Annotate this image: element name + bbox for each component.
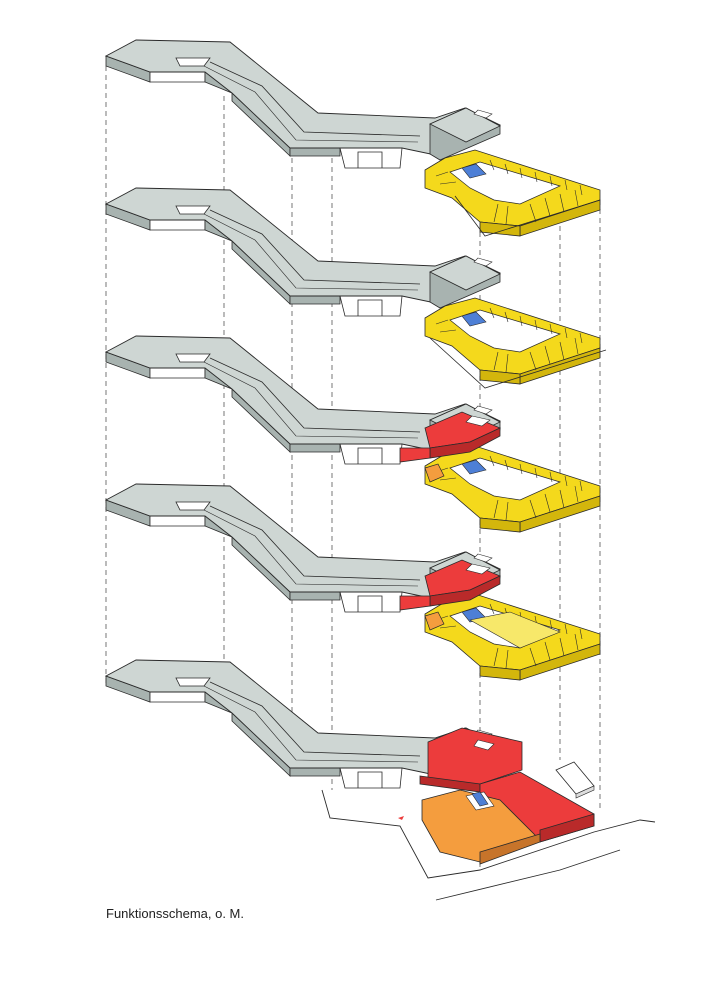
level-2: [105, 483, 601, 681]
level-1: [105, 659, 656, 901]
level-3: [105, 335, 601, 533]
level-4: [105, 187, 607, 389]
level-5: [105, 39, 601, 237]
figure-caption: Funktionsschema, o. M.: [106, 906, 244, 921]
